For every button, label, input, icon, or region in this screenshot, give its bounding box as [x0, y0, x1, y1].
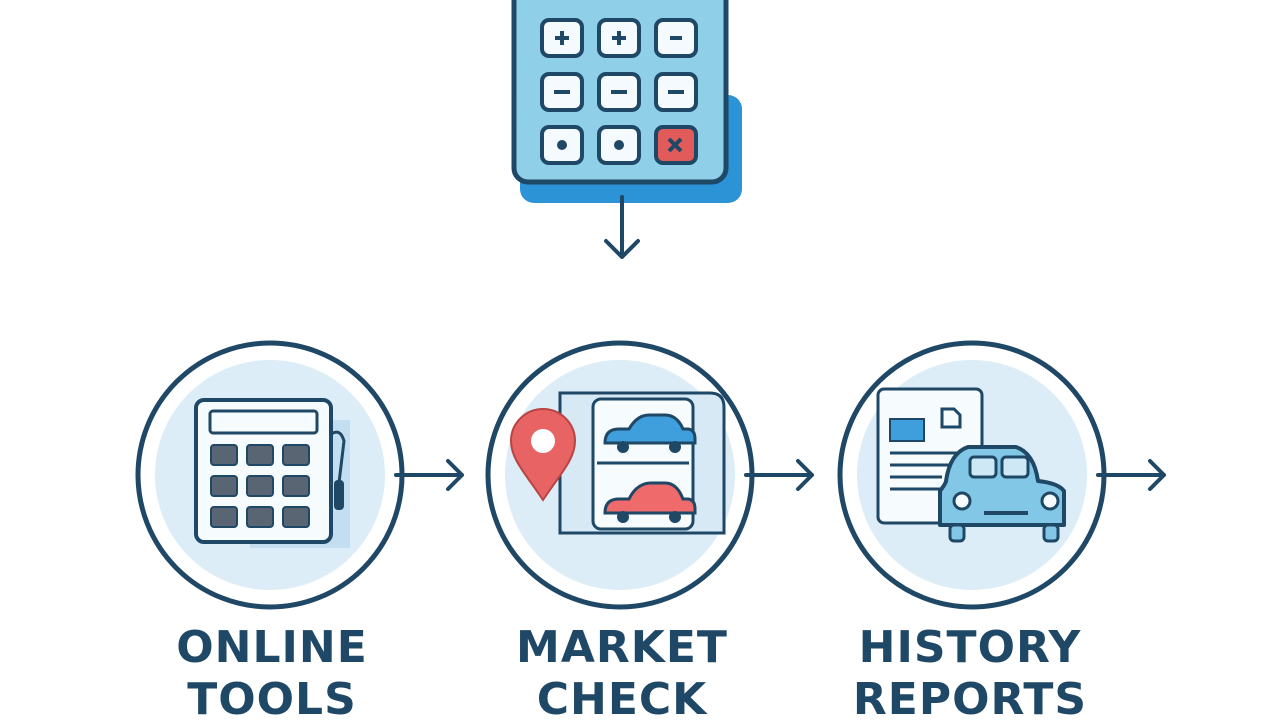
down-arrow [600, 195, 644, 265]
step-label-online-tools: ONLINE TOOLS [122, 622, 422, 726]
step-label-line1: MARKET [516, 622, 728, 673]
step-label-line2: REPORTS [852, 674, 1088, 725]
step-label-line2: CHECK [536, 674, 708, 725]
step-label-line2: TOOLS [187, 674, 357, 725]
calculator-icon [190, 395, 360, 555]
step-label-market-check: MARKET CHECK [472, 622, 772, 726]
step-label-line1: HISTORY [858, 622, 1082, 673]
top-calculator-icon [500, 0, 750, 215]
market-listing-icon [505, 385, 735, 540]
step-label-history-reports: HISTORY REPORTS [820, 622, 1120, 726]
history-report-icon [872, 385, 1082, 550]
step-label-line1: ONLINE [176, 622, 368, 673]
